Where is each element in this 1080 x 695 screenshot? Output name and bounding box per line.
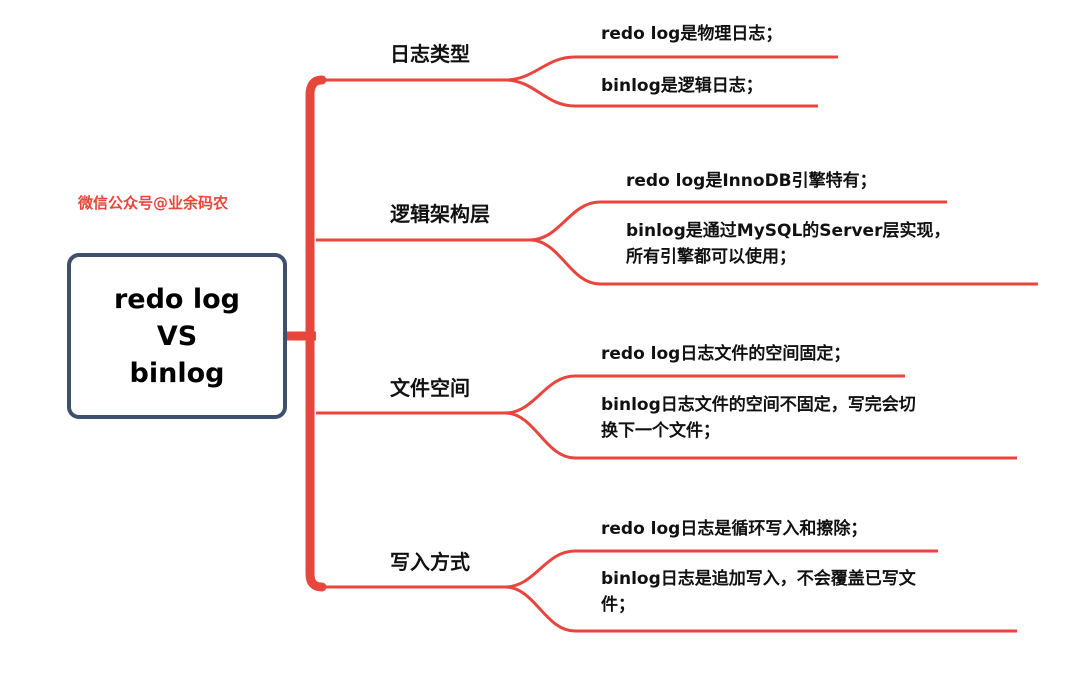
leaf-redo-innodb-specific: redo log是InnoDB引擎特有； [626, 168, 877, 194]
central-topic-line-3: binlog [129, 357, 225, 389]
branch-log-type: 日志类型 [390, 42, 470, 66]
leaf-line: redo log日志是循环写入和擦除； [601, 519, 868, 539]
branch-logical-layer: 逻辑架构层 [390, 202, 490, 226]
leaf-line: redo log日志文件的空间固定； [601, 344, 851, 364]
branch-file-space: 文件空间 [390, 376, 470, 400]
central-topic-node: redo log VS binlog [67, 253, 287, 419]
branch-write-mode: 写入方式 [390, 550, 470, 574]
leaf-line: binlog日志文件的空间不固定，写完会切 [601, 395, 916, 415]
leaf-line: 换下一个文件； [601, 421, 720, 441]
connector-branch-4-leaf-2 [504, 585, 1017, 633]
leaf-redo-fixed-space: redo log日志文件的空间固定； [601, 341, 850, 367]
connector-branch-3-leaf-2 [504, 411, 1017, 460]
central-topic-line-2: VS [156, 320, 198, 352]
leaf-line: binlog是通过MySQL的Server层实现， [626, 221, 951, 241]
connector-branch-2-leaf-2 [529, 238, 1038, 286]
central-topic-line-1: redo log [113, 283, 241, 315]
leaf-line: 所有引擎都可以使用； [626, 247, 796, 267]
connector-branch-1-leaf-2 [504, 78, 818, 108]
leaf-binlog-logical-log: binlog是逻辑日志； [601, 73, 763, 99]
leaf-redo-physical-log: redo log是物理日志； [601, 21, 782, 47]
leaf-line: 件； [601, 595, 635, 615]
leaf-line: binlog是逻辑日志； [601, 76, 763, 96]
connector-bracket [305, 75, 327, 592]
leaf-binlog-server-layer: binlog是通过MySQL的Server层实现， 所有引擎都可以使用； [626, 218, 950, 270]
leaf-redo-circular-write: redo log日志是循环写入和擦除； [601, 516, 867, 542]
leaf-line: binlog日志是追加写入，不会覆盖已写文 [601, 569, 916, 589]
leaf-binlog-append-write: binlog日志是追加写入，不会覆盖已写文 件； [601, 566, 916, 618]
leaf-line: redo log是物理日志； [601, 24, 783, 44]
leaf-line: redo log是InnoDB引擎特有； [626, 171, 877, 191]
watermark-text: 微信公众号@业余码农 [78, 194, 229, 212]
leaf-binlog-variable-space: binlog日志文件的空间不固定，写完会切 换下一个文件； [601, 392, 916, 444]
